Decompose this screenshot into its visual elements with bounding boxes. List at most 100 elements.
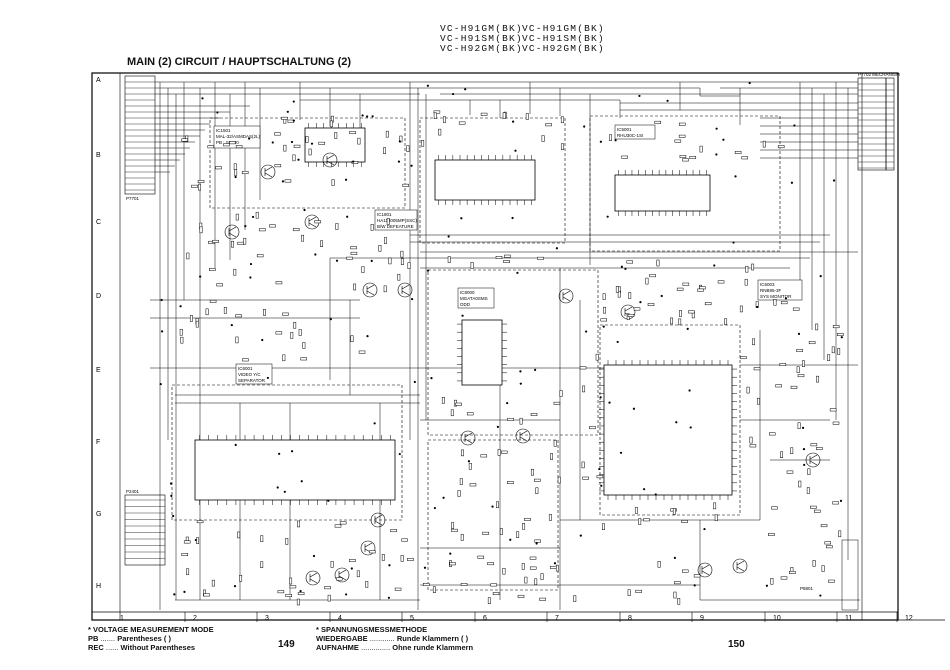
- junction-dot: [410, 164, 413, 167]
- connector-left-top: [124, 75, 156, 195]
- junction-dot: [398, 452, 401, 456]
- resistor: [300, 357, 307, 361]
- junction-dot: [183, 590, 186, 593]
- resistor: [297, 520, 300, 528]
- transistor-collector: [701, 564, 710, 570]
- junction-dot: [797, 332, 801, 335]
- resistor: [828, 579, 835, 583]
- junction-dot: [433, 506, 437, 510]
- resistor: [242, 358, 249, 362]
- resistor: [442, 116, 446, 123]
- resistor: [674, 581, 681, 585]
- resistor: [284, 179, 292, 183]
- resistor: [482, 531, 489, 535]
- junction-dot: [310, 142, 314, 145]
- resistor: [677, 598, 681, 605]
- resistor: [681, 569, 689, 573]
- resistor: [739, 305, 743, 313]
- junction-dot: [790, 181, 794, 184]
- resistor: [678, 122, 686, 126]
- resistor: [812, 560, 816, 567]
- resistor: [450, 409, 454, 417]
- resistor: [504, 254, 511, 258]
- junction-dot: [620, 265, 623, 268]
- resistor: [676, 287, 684, 291]
- column-label-10: 10: [773, 615, 781, 622]
- resistor: [292, 228, 300, 232]
- legend-au-text: Ohne runde Klammern: [392, 643, 474, 652]
- resistor: [679, 155, 687, 158]
- resistor: [334, 132, 338, 139]
- resistor: [573, 595, 577, 602]
- resistor: [477, 555, 485, 559]
- resistor: [490, 583, 497, 587]
- resistor: [524, 576, 528, 584]
- resistor: [301, 234, 305, 242]
- junction-dot: [464, 88, 467, 91]
- junction-dot: [335, 259, 339, 262]
- resistor: [234, 169, 238, 176]
- junction-dot: [509, 538, 512, 541]
- resistor: [582, 385, 586, 393]
- resistor: [589, 426, 596, 430]
- transistor-symbol: [558, 288, 574, 304]
- resistor: [740, 356, 747, 360]
- model-right-3: VC-H92GM(BK): [522, 43, 605, 54]
- junction-dot: [756, 305, 759, 309]
- resistor: [285, 538, 289, 545]
- resistor: [810, 443, 818, 447]
- junction-dot: [281, 180, 285, 183]
- resistor: [699, 286, 706, 290]
- resistor: [331, 179, 335, 186]
- ic-top-right-package: [614, 174, 711, 212]
- resistor: [749, 436, 753, 444]
- transistor-emitter: [326, 160, 335, 166]
- resistor: [385, 130, 389, 138]
- resistor: [235, 314, 242, 318]
- resistor: [749, 444, 757, 448]
- resistor: [595, 353, 599, 361]
- resistor: [816, 447, 823, 451]
- junction-dot: [689, 426, 692, 429]
- resistor: [753, 367, 761, 371]
- resistor: [560, 143, 564, 150]
- junction-dot: [534, 368, 537, 371]
- resistor: [205, 308, 209, 316]
- resistor: [529, 566, 537, 570]
- resistor: [679, 310, 682, 317]
- legend-voltage-mode: * VOLTAGE MEASUREMENT MODE PB ....... Pa…: [88, 625, 214, 652]
- resistor: [451, 522, 455, 529]
- junction-dot: [639, 301, 642, 304]
- resistor: [647, 303, 655, 306]
- resistor: [350, 335, 354, 342]
- resistor: [534, 578, 538, 586]
- resistor: [394, 587, 402, 591]
- junction-dot: [172, 514, 175, 518]
- connector-right-top-label: P7702 MECHANISM: [858, 72, 900, 77]
- resistor: [432, 586, 436, 593]
- transistor-emitter: [264, 172, 273, 178]
- junction-dot: [748, 81, 751, 85]
- resistor: [384, 237, 387, 244]
- junction-dot: [299, 590, 302, 593]
- junction-dot: [451, 92, 455, 96]
- resistor: [350, 246, 357, 250]
- resistor: [480, 112, 488, 116]
- ic-left-mid-line-1: IC6001: [238, 366, 253, 371]
- resistor: [581, 461, 585, 469]
- resistor: [669, 317, 673, 325]
- transistor-emitter: [562, 296, 571, 302]
- resistor: [349, 559, 356, 563]
- model-list-right: VC-H91GM(BK) VC-H91SM(BK) VC-H92GM(BK): [522, 24, 605, 54]
- resistor: [209, 268, 216, 271]
- resistor: [223, 143, 230, 147]
- junction-dot: [286, 110, 289, 113]
- junction-dot: [244, 224, 247, 228]
- junction-dot: [303, 208, 306, 212]
- resistor: [283, 144, 287, 152]
- junction-dot: [606, 215, 609, 218]
- ic-top-mid-line-3: B/W DEFEATURE: [377, 224, 414, 229]
- resistor: [502, 567, 506, 575]
- junction-dot: [179, 305, 182, 308]
- resistor: [627, 589, 631, 596]
